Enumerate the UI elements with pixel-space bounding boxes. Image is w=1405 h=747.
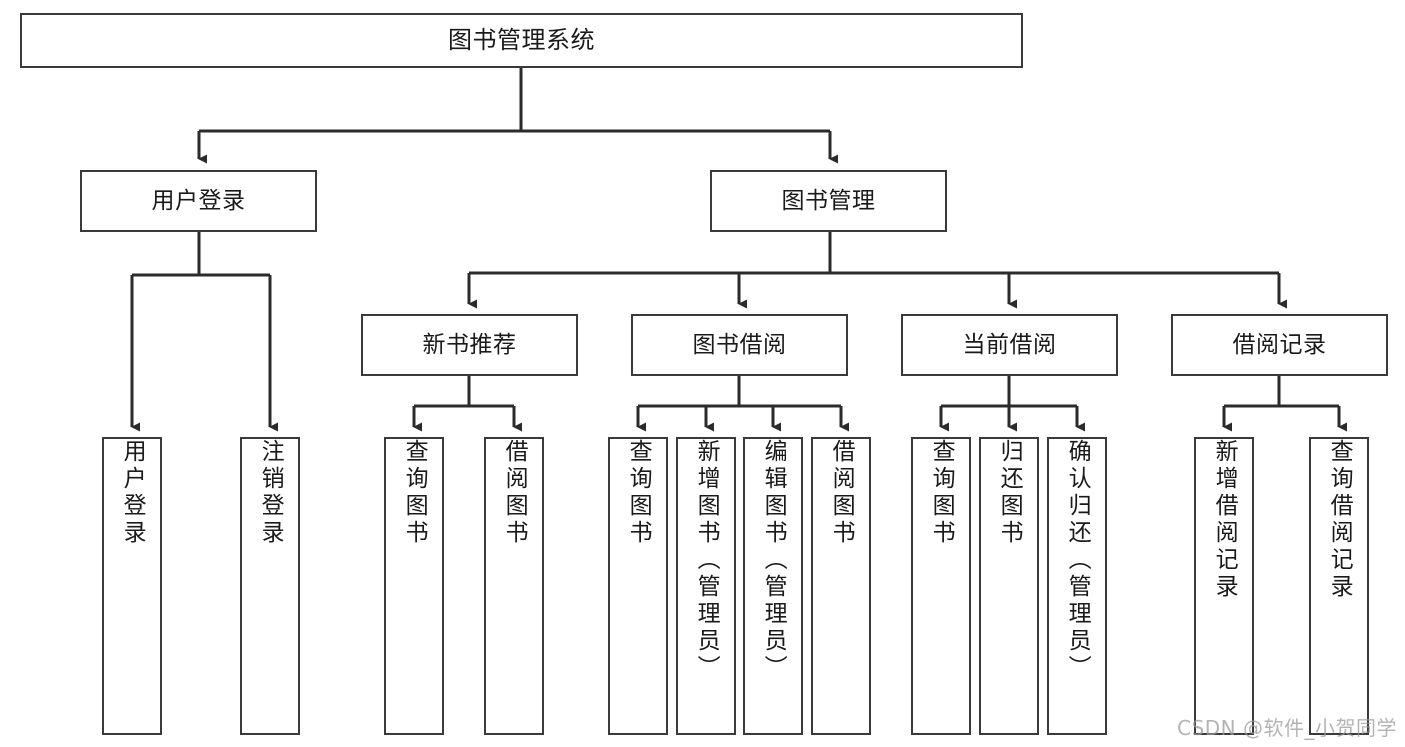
leaf-add-book-admin[interactable]: 新增图书（管理员） <box>676 437 736 735</box>
leaf-confirm-return-admin-label: 确认归还（管理员） <box>1064 439 1091 682</box>
leaf-query-book-current[interactable]: 查询图书 <box>911 437 971 735</box>
leaf-add-borrow-record-label: 新增借阅记录 <box>1211 439 1238 601</box>
leaf-borrow-book-newbook[interactable]: 借阅图书 <box>484 437 544 735</box>
leaf-add-book-admin-label: 新增图书（管理员） <box>693 439 720 682</box>
node-current-borrow[interactable]: 当前借阅 <box>901 314 1118 376</box>
node-book-management-label: 图书管理 <box>781 187 876 214</box>
leaf-query-book-borrow-label: 查询图书 <box>625 439 652 547</box>
node-user-login[interactable]: 用户登录 <box>80 170 317 232</box>
leaf-query-borrow-record-label: 查询借阅记录 <box>1326 439 1353 601</box>
node-book-borrow-label: 图书借阅 <box>692 331 787 358</box>
node-user-login-label: 用户登录 <box>151 187 246 214</box>
leaf-user-login[interactable]: 用户登录 <box>102 437 162 735</box>
node-book-management[interactable]: 图书管理 <box>710 170 947 232</box>
leaf-query-borrow-record[interactable]: 查询借阅记录 <box>1309 437 1369 735</box>
node-current-borrow-label: 当前借阅 <box>962 331 1057 358</box>
node-root[interactable]: 图书管理系统 <box>20 13 1023 68</box>
leaf-edit-book-admin-label: 编辑图书（管理员） <box>760 439 787 682</box>
leaf-query-book-current-label: 查询图书 <box>928 439 955 547</box>
node-new-book-recommend-label: 新书推荐 <box>422 331 517 358</box>
leaf-borrow-book-borrow-label: 借阅图书 <box>828 439 855 547</box>
leaf-logout-label: 注销登录 <box>257 439 284 547</box>
node-root-label: 图书管理系统 <box>448 25 595 54</box>
leaf-query-book-newbook[interactable]: 查询图书 <box>384 437 444 735</box>
leaf-edit-book-admin[interactable]: 编辑图书（管理员） <box>743 437 803 735</box>
leaf-borrow-book-newbook-label: 借阅图书 <box>501 439 528 547</box>
leaf-return-book[interactable]: 归还图书 <box>979 437 1039 735</box>
leaf-confirm-return-admin[interactable]: 确认归还（管理员） <box>1047 437 1107 735</box>
leaf-logout[interactable]: 注销登录 <box>240 437 300 735</box>
leaf-user-login-label: 用户登录 <box>119 439 146 547</box>
leaf-query-book-newbook-label: 查询图书 <box>401 439 428 547</box>
leaf-borrow-book-borrow[interactable]: 借阅图书 <box>811 437 871 735</box>
node-new-book-recommend[interactable]: 新书推荐 <box>361 314 578 376</box>
leaf-query-book-borrow[interactable]: 查询图书 <box>608 437 668 735</box>
node-borrow-records-label: 借阅记录 <box>1232 331 1327 358</box>
node-book-borrow[interactable]: 图书借阅 <box>631 314 848 376</box>
leaf-add-borrow-record[interactable]: 新增借阅记录 <box>1194 437 1254 735</box>
leaf-return-book-label: 归还图书 <box>996 439 1023 547</box>
node-borrow-records[interactable]: 借阅记录 <box>1171 314 1388 376</box>
